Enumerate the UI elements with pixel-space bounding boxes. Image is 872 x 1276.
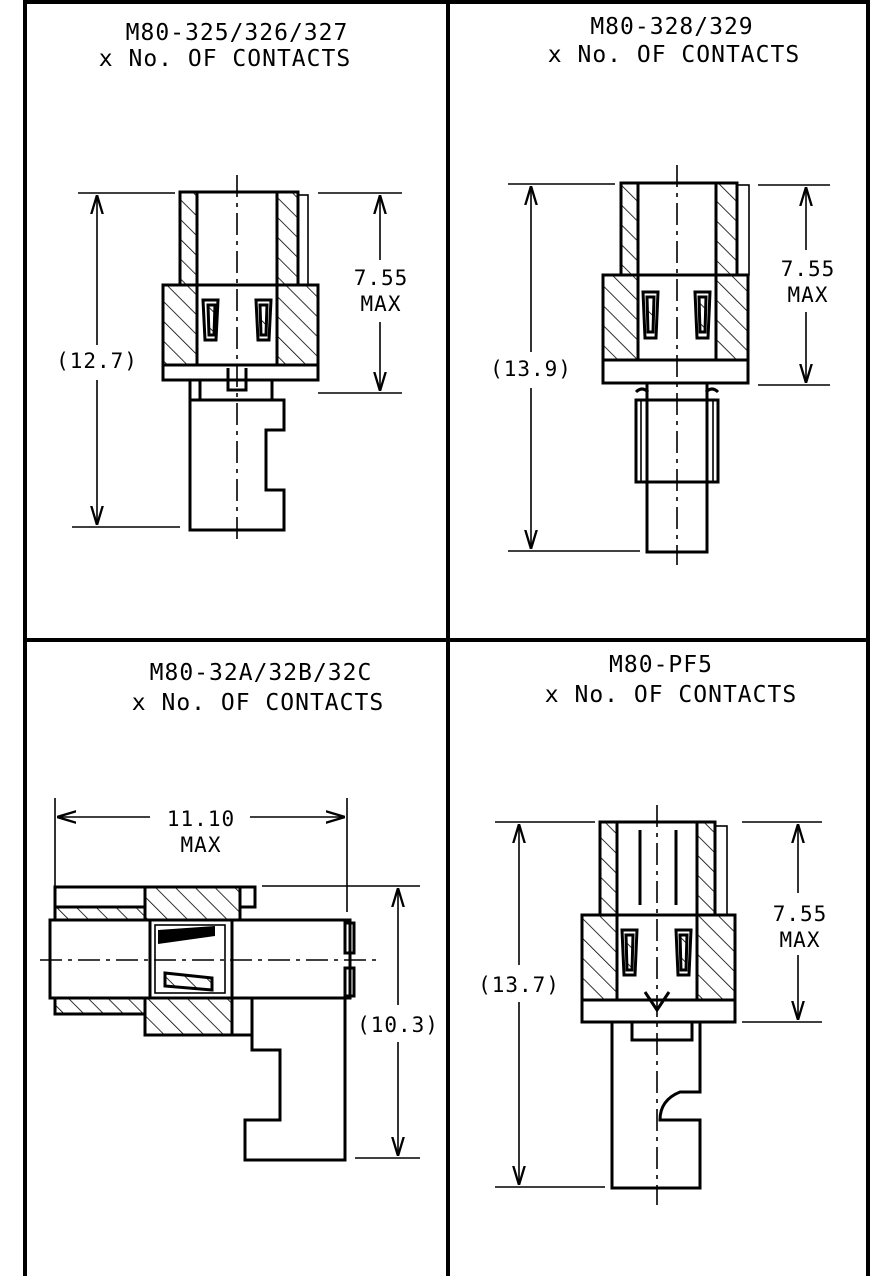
panel-2-subtitle: x No. OF CONTACTS — [548, 42, 800, 68]
panel-1-dimensions: (12.7) 7.55 MAX — [56, 192, 409, 528]
connector-side-view-4 — [580, 805, 737, 1205]
panel-2-max-value: 7.55 — [781, 257, 836, 281]
panel-4-max-label: MAX — [780, 928, 821, 952]
panel-4-max-value: 7.55 — [773, 902, 828, 926]
connector-side-view-2 — [601, 165, 750, 565]
panel-2-height-dim: (13.9) — [490, 357, 572, 381]
panel-1-subtitle: x No. OF CONTACTS — [99, 46, 351, 72]
panel-1-max-value: 7.55 — [354, 266, 409, 290]
panel-m80-325: M80-325/326/327 x No. OF CONTACTS — [56, 20, 409, 545]
panel-3-width-label: MAX — [181, 833, 222, 857]
panel-3-subtitle: x No. OF CONTACTS — [132, 690, 384, 716]
panel-1-max-label: MAX — [361, 292, 402, 316]
panel-4-subtitle: x No. OF CONTACTS — [545, 682, 797, 708]
connector-side-view-3 — [40, 885, 380, 1162]
panel-2-max-label: MAX — [788, 283, 829, 307]
panel-3-title: M80-32A/32B/32C — [150, 660, 373, 686]
panel-1-height-dim: (12.7) — [56, 349, 138, 373]
panel-1-title: M80-325/326/327 — [126, 20, 349, 46]
panel-m80-pf5: M80-PF5 x No. OF CONTACTS — [478, 652, 828, 1205]
connector-side-view-1 — [161, 175, 320, 545]
panel-3-dimensions: 11.10 MAX (10.3) — [54, 798, 439, 1159]
panel-4-dimensions: (13.7) 7.55 MAX — [478, 821, 828, 1188]
panel-m80-328: M80-328/329 x No. OF CONTACTS — [490, 14, 836, 565]
sheet-frame — [23, 0, 870, 1276]
panel-4-height-dim: (13.7) — [478, 973, 560, 997]
panel-3-width-value: 11.10 — [167, 807, 235, 831]
panel-4-title: M80-PF5 — [609, 652, 713, 678]
panel-2-title: M80-328/329 — [590, 14, 753, 40]
panel-m80-32a: M80-32A/32B/32C x No. OF CONTACTS — [40, 660, 439, 1162]
panel-2-dimensions: (13.9) 7.55 MAX — [490, 183, 836, 552]
panel-3-height-dim: (10.3) — [357, 1013, 439, 1037]
